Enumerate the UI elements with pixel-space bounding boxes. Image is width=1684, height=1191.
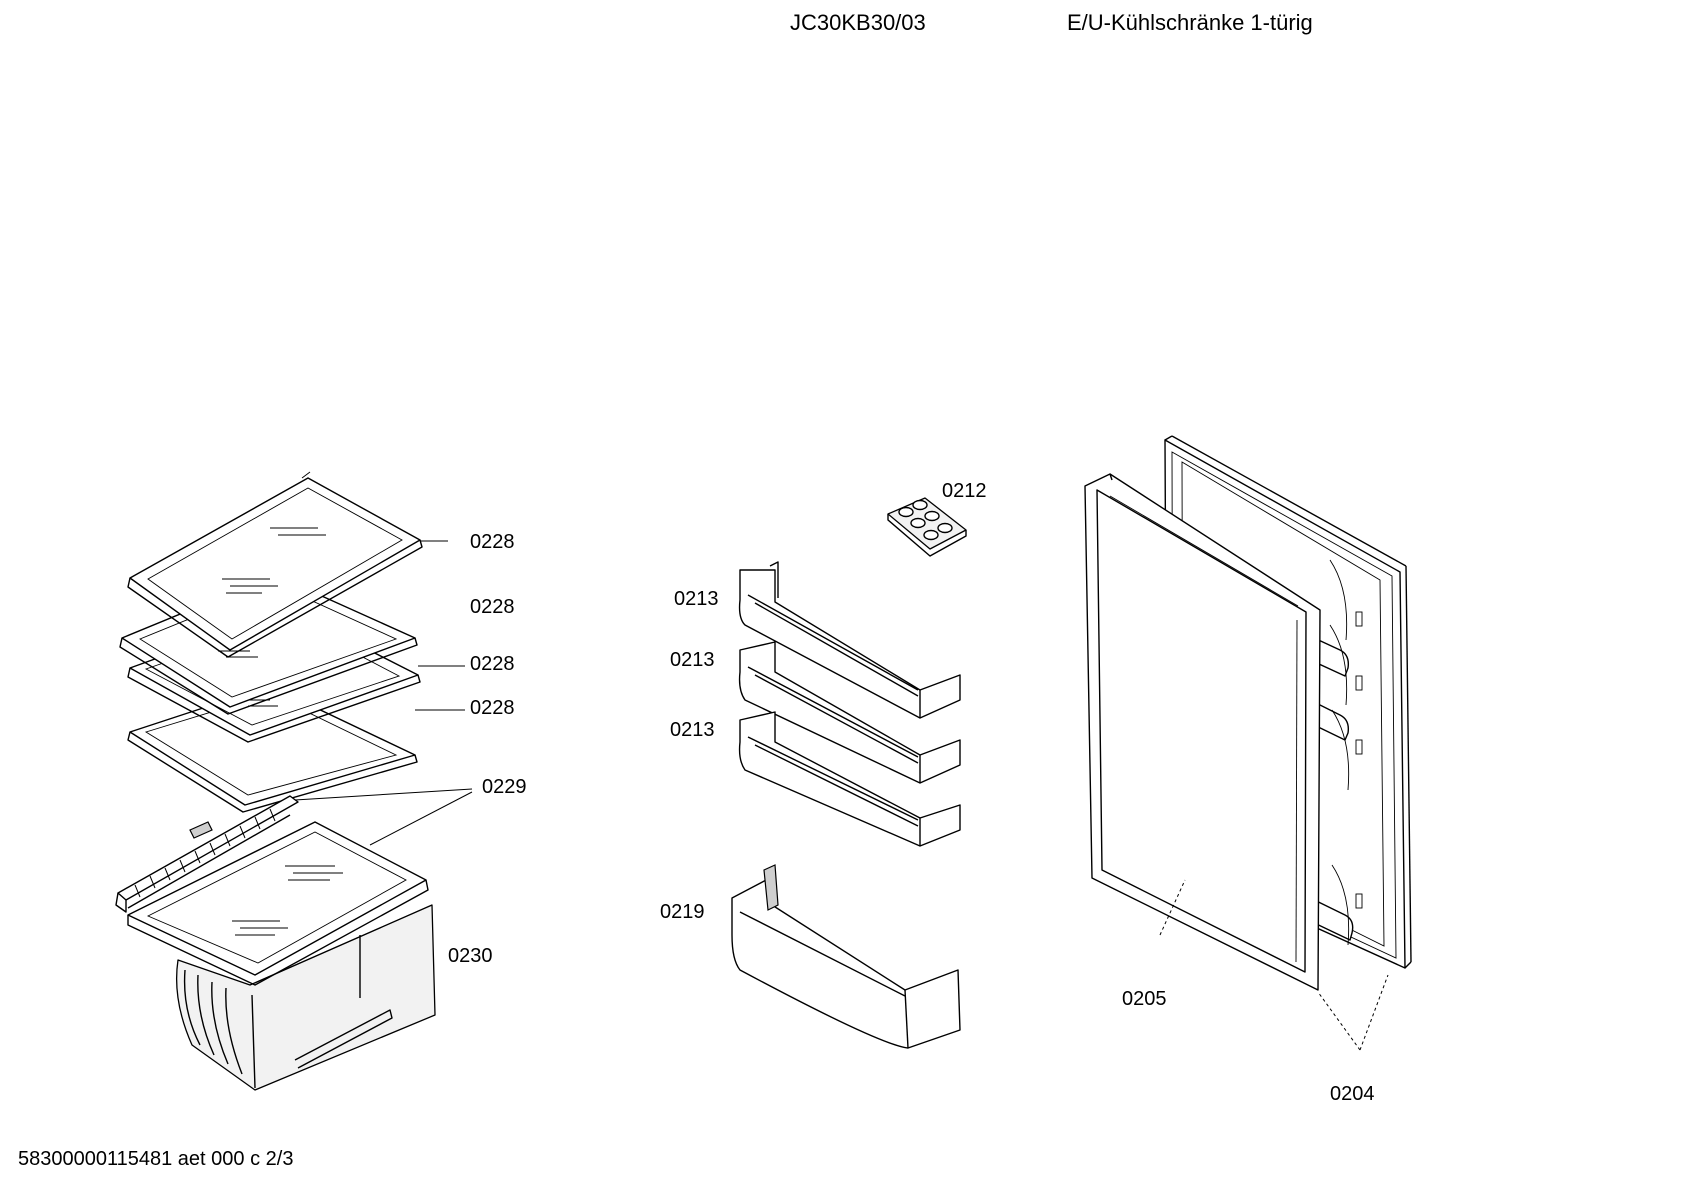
callout-0213-door-rack-3: 0213: [670, 719, 715, 741]
callout-0228-shelf-2: 0228: [470, 596, 515, 618]
crisper-cover-glass: [127, 821, 429, 986]
callout-0213-door-rack-1: 0213: [674, 588, 719, 610]
callout-0230-crisper: 0230: [448, 945, 493, 967]
leader-lines: [294, 540, 1389, 1051]
door-rack-1: [738, 561, 961, 719]
callout-0228-shelf-4: 0228: [470, 697, 515, 719]
glass-shelf-1: [127, 471, 423, 658]
crisper-drawer: [175, 904, 436, 1091]
callout-0204-door: 0204: [1330, 1083, 1375, 1105]
door-rack-3: [738, 711, 961, 847]
callout-0212-egg-tray: 0212: [942, 480, 987, 502]
callout-0228-shelf-3: 0228: [470, 653, 515, 675]
callout-0219-bottle-rack: 0219: [660, 901, 705, 923]
appliance-category: E/U-Kühlschränke 1-türig: [1067, 10, 1313, 35]
callout-0213-door-rack-2: 0213: [670, 649, 715, 671]
bottle-rack: [731, 864, 961, 1049]
document-code: 58300000115481 aet 000 c 2/3: [18, 1148, 294, 1170]
callout-0229-shelf-rail: 0229: [482, 776, 527, 798]
model-number: JC30KB30/03: [790, 10, 926, 35]
callout-0228-shelf-1: 0228: [470, 531, 515, 553]
shelf-rail-0229: [115, 795, 299, 913]
door-rack-2: [738, 641, 961, 784]
egg-tray: [887, 497, 967, 557]
door-gasket: [1084, 473, 1321, 991]
rail-clip: [189, 821, 213, 839]
callout-0205-door-gasket: 0205: [1122, 988, 1167, 1010]
